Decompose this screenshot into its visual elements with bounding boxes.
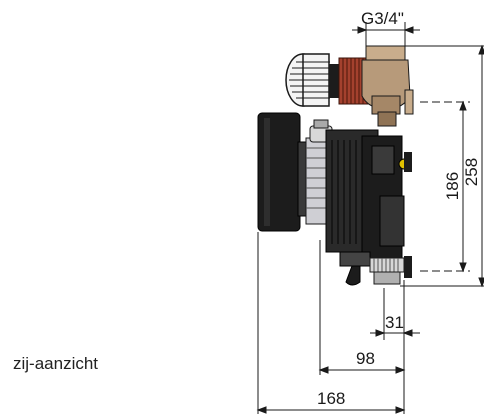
thread-arrow-right: [403, 26, 414, 34]
brass-valve: [361, 45, 414, 127]
dim-168-arrow-left: [256, 406, 267, 414]
dim-186-arrow-bottom: [459, 262, 467, 273]
dim-31-arrow-left: [375, 329, 386, 337]
pump-motor: [257, 112, 309, 232]
dim-258-label: 258: [462, 158, 481, 186]
dim-31-label: 31: [385, 313, 404, 332]
dim-98-arrow-left: [318, 366, 329, 374]
thermostat-knob: [285, 53, 339, 107]
dim-186-arrow-top: [459, 100, 467, 111]
view-caption: zij-aanzicht: [13, 354, 99, 373]
dim-31-arrow-right: [402, 329, 413, 337]
lower-fittings: [339, 251, 412, 286]
dim-98-label: 98: [356, 349, 375, 368]
pump-group-side-view: [257, 45, 414, 286]
dim-168-label: 168: [317, 389, 345, 408]
dim-258-arrow-bottom: [478, 277, 484, 288]
mixing-block: [325, 129, 412, 263]
dim-168-arrow-right: [395, 406, 406, 414]
dim-186-label: 186: [443, 172, 462, 200]
dim-98-arrow-right: [395, 366, 406, 374]
thread-label: G3/4": [361, 9, 404, 28]
thread-arrow-left: [357, 26, 368, 34]
dimension-lines: [256, 22, 484, 414]
dim-258-arrow-top: [478, 44, 484, 55]
